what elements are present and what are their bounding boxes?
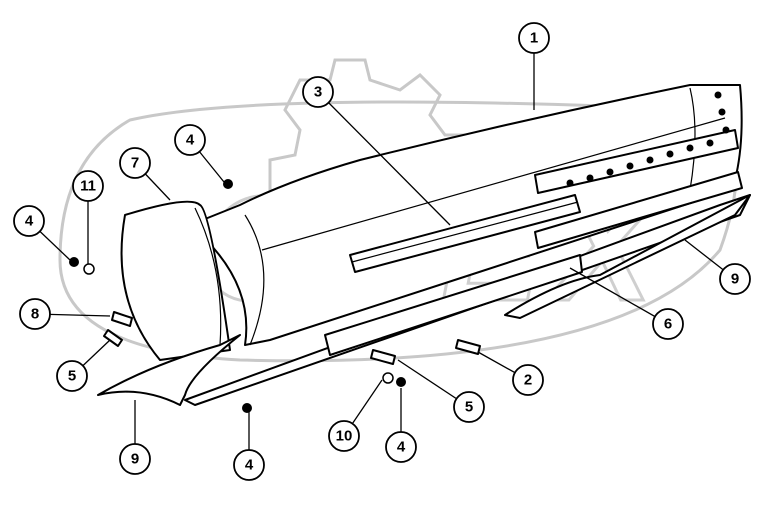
bolt-holes bbox=[69, 91, 730, 413]
callout-5-left: 5 bbox=[56, 360, 88, 392]
callout-label: 11 bbox=[80, 178, 96, 195]
callout-label: 4 bbox=[397, 439, 406, 456]
callout-label: 1 bbox=[530, 30, 538, 47]
callout-label: 4 bbox=[245, 457, 254, 474]
upper-strip-part bbox=[534, 129, 739, 194]
callout-2: 2 bbox=[512, 364, 544, 396]
callout-label: 7 bbox=[131, 155, 139, 172]
callout-label: 9 bbox=[131, 451, 139, 468]
callout-label: 2 bbox=[524, 372, 532, 389]
callout-8: 8 bbox=[19, 298, 51, 330]
callout-4-right: 4 bbox=[385, 431, 417, 463]
callout-9-right: 9 bbox=[719, 263, 751, 295]
callout-4-bottom: 4 bbox=[233, 449, 265, 481]
callout-1: 1 bbox=[518, 22, 550, 54]
callout-label: 5 bbox=[68, 368, 76, 385]
callout-label: 3 bbox=[314, 84, 322, 101]
callout-label: 4 bbox=[186, 132, 195, 149]
callout-4-top: 4 bbox=[174, 124, 206, 156]
bolts bbox=[103, 311, 481, 365]
callout-5-right: 5 bbox=[453, 391, 485, 423]
end-plate-part bbox=[120, 200, 231, 361]
strip-part-6 bbox=[324, 254, 583, 356]
callout-label: 4 bbox=[25, 213, 34, 230]
callout-label: 6 bbox=[664, 316, 672, 333]
right-wear-strip-part bbox=[504, 194, 751, 319]
callout-11: 11 bbox=[72, 170, 104, 202]
middle-strip-part bbox=[534, 171, 743, 249]
callout-3: 3 bbox=[302, 76, 334, 108]
callout-7: 7 bbox=[119, 147, 151, 179]
callout-label: 5 bbox=[465, 399, 473, 416]
strip-part-3 bbox=[349, 194, 581, 273]
callout-label: 9 bbox=[731, 271, 739, 288]
callout-6: 6 bbox=[652, 308, 684, 340]
callout-10: 10 bbox=[328, 420, 360, 452]
callout-9-left: 9 bbox=[119, 443, 151, 475]
callout-4-left: 4 bbox=[13, 205, 45, 237]
callout-label: 10 bbox=[336, 428, 353, 445]
main-beam-part bbox=[189, 84, 743, 346]
callout-label: 8 bbox=[31, 306, 39, 323]
